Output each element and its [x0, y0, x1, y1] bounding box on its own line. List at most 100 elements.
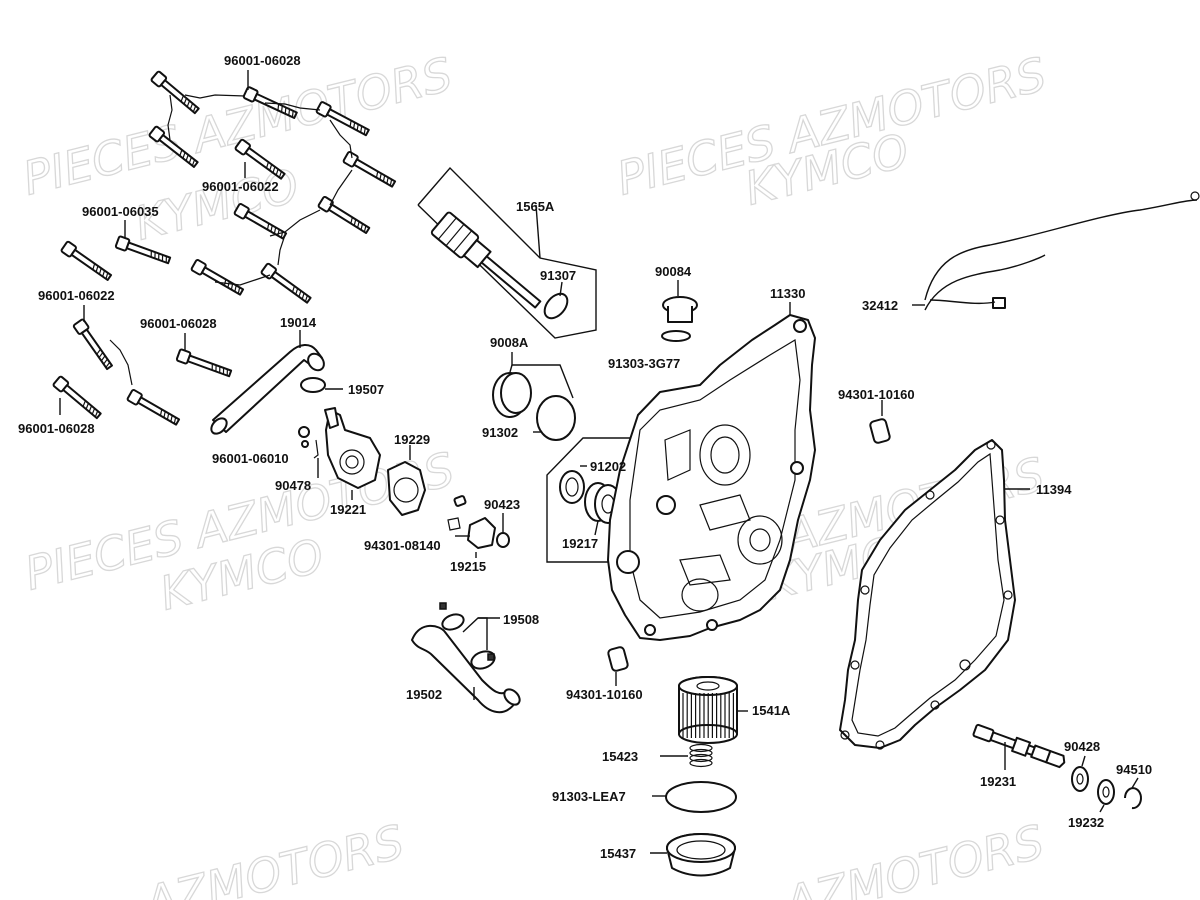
leader-line — [509, 364, 513, 373]
label-94510: 94510 — [1116, 762, 1152, 777]
bolt — [60, 240, 113, 281]
chain-connector — [329, 169, 353, 206]
label-90084: 90084 — [655, 264, 692, 279]
bolt — [150, 70, 200, 115]
washer-group — [1071, 755, 1142, 813]
leader-line — [1131, 777, 1139, 789]
label-90423: 90423 — [484, 497, 520, 512]
label-9008A: 9008A — [490, 335, 529, 350]
water-hose-lower — [411, 624, 521, 713]
bolt — [52, 375, 102, 420]
filler-plug — [661, 280, 698, 342]
chain-connector — [214, 274, 271, 286]
label-19217: 19217 — [562, 536, 598, 551]
sensor-cable — [912, 191, 1200, 311]
bolt — [148, 125, 199, 168]
hose-clamps-lower — [439, 602, 500, 670]
oil-filter — [678, 676, 748, 744]
dipstick-assembly — [417, 166, 597, 339]
bolt — [233, 203, 288, 240]
plug-body — [667, 306, 693, 323]
leader-line — [511, 352, 574, 399]
group-bracket — [417, 166, 597, 339]
label-1541A: 1541A — [752, 703, 791, 718]
washer — [1097, 779, 1115, 805]
spring — [660, 743, 713, 768]
bolt — [126, 389, 181, 426]
label-96001-06028-top: 96001-06028 — [224, 53, 301, 68]
label-91307: 91307 — [540, 268, 576, 283]
pump-cover — [325, 409, 381, 489]
bolt — [260, 262, 312, 304]
filter-cap — [650, 833, 736, 877]
water-hose-upper — [210, 330, 325, 435]
leader-line — [535, 204, 541, 259]
bolt — [175, 348, 233, 378]
label-32412: 32412 — [862, 298, 898, 313]
connector — [992, 297, 1006, 309]
gasket — [387, 461, 426, 516]
label-19507: 19507 — [348, 382, 384, 397]
group-bracket — [546, 437, 640, 563]
o-ring — [665, 781, 737, 813]
cable — [924, 254, 1046, 311]
label-96001-06010: 96001-06010 — [212, 451, 289, 466]
label-91303-3G77: 91303-3G77 — [608, 356, 680, 371]
part-number-labels: 96001-06028 96001-06022 96001-06035 9600… — [18, 53, 1152, 861]
o-ring — [543, 292, 569, 320]
label-11330: 11330 — [770, 286, 805, 301]
bolt — [114, 235, 172, 265]
label-15437: 15437 — [600, 846, 636, 861]
bolt — [317, 195, 371, 234]
bolt — [190, 259, 245, 296]
pump-gasket — [387, 445, 426, 516]
watermark-text: AZMOTORS — [137, 814, 409, 900]
label-96001-06022-a: 96001-06022 — [202, 179, 279, 194]
hose-clamp — [300, 377, 343, 393]
pump-shaft — [972, 723, 1066, 770]
impeller-body — [467, 517, 496, 549]
cover-gasket — [839, 439, 1030, 750]
clamp — [441, 613, 465, 631]
pump-spout — [324, 407, 339, 429]
leader-line — [1099, 804, 1105, 813]
label-91202: 91202 — [590, 459, 626, 474]
label-94301-10160-a: 94301-10160 — [838, 387, 915, 402]
o-ring — [536, 395, 576, 441]
dowel-pin — [607, 646, 629, 672]
water-pump-cover — [298, 407, 381, 500]
label-96001-06035: 96001-06035 — [82, 204, 159, 219]
label-19231: 19231 — [980, 774, 1016, 789]
label-91302: 91302 — [482, 425, 518, 440]
chain-connector — [269, 209, 321, 237]
chain-connector — [264, 102, 321, 111]
cable — [924, 199, 1198, 301]
label-15423: 15423 — [602, 749, 638, 764]
dowel-pin-upper — [869, 400, 891, 444]
bolt — [234, 138, 286, 180]
label-1565A: 1565A — [516, 199, 555, 214]
bolt — [342, 151, 397, 188]
label-90478: 90478 — [275, 478, 311, 493]
bolt-head — [298, 426, 310, 438]
label-19232: 19232 — [1068, 815, 1104, 830]
chain-connector — [184, 94, 246, 99]
dowel-pin-lower — [607, 646, 629, 686]
crankcase-cover — [607, 302, 816, 641]
bolt — [315, 101, 370, 137]
label-19014: 19014 — [280, 315, 317, 330]
label-19508: 19508 — [503, 612, 539, 627]
crankcase-plug — [492, 352, 576, 441]
o-ring-large — [652, 781, 737, 813]
watermark-text: AZMOTORS — [777, 814, 1049, 900]
chain-connector — [277, 234, 286, 266]
label-19215: 19215 — [450, 559, 486, 574]
washer — [1071, 766, 1089, 792]
leader-line — [1081, 755, 1086, 767]
chain-connector — [167, 94, 173, 141]
label-90428: 90428 — [1064, 739, 1100, 754]
label-94301-08140: 94301-08140 — [364, 538, 441, 553]
circlip — [1124, 787, 1142, 810]
pin — [453, 495, 467, 507]
